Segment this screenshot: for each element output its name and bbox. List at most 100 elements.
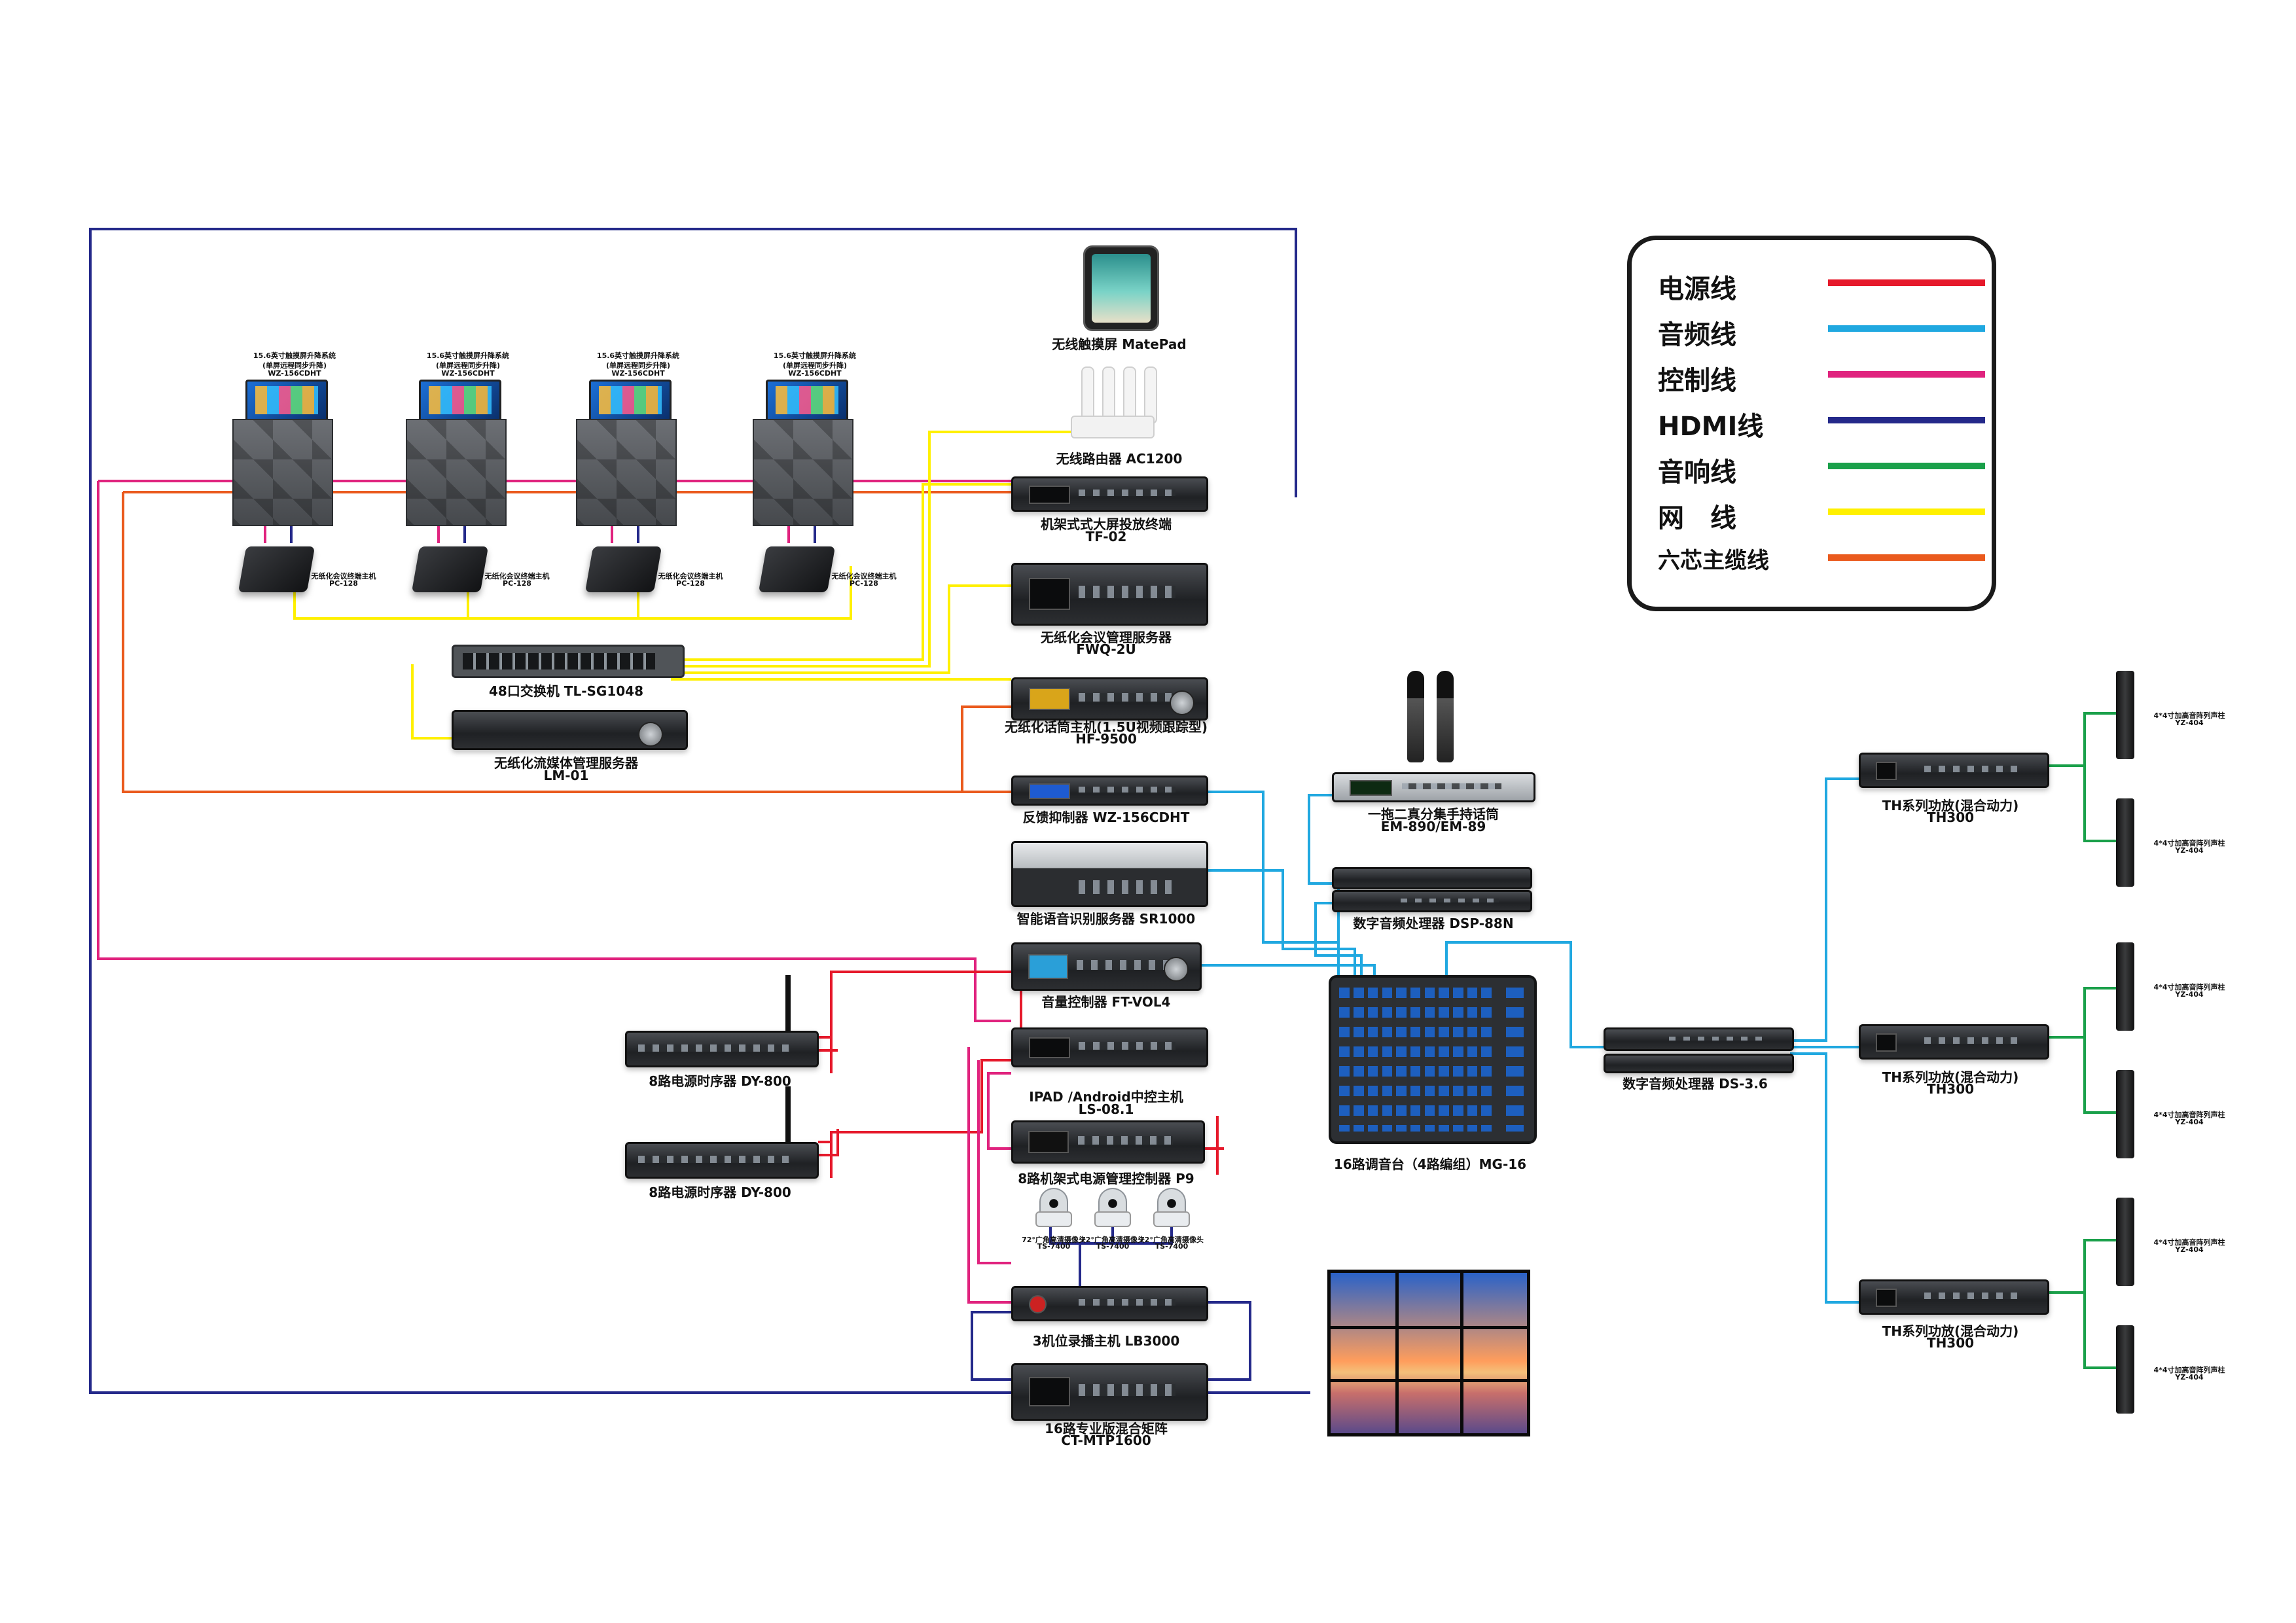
terminal-title: 15.6英寸触摸屏升降系统: [596, 351, 680, 360]
tf02-label: 机架式式大屏投放终端: [1041, 516, 1172, 532]
legend-label: 网 线: [1658, 503, 1736, 533]
net-switch-fwq: [671, 584, 1011, 674]
router-label: 无线路由器 AC1200: [1056, 451, 1183, 467]
legend-label: HDMI线: [1658, 412, 1764, 442]
amp3-model: TH300: [1926, 1335, 1975, 1351]
legend-row: 网 线: [1658, 497, 1985, 533]
spk-amp3: [2045, 1239, 2117, 1369]
amp1-label: TH系列功放(混合动力): [1882, 798, 2019, 813]
mic-receiver-icon: [1332, 772, 1535, 802]
speaker-model: YZ-404: [2175, 1373, 2204, 1382]
matrix-icon: [1011, 1363, 1208, 1421]
column-speaker-icon: [2116, 1070, 2134, 1158]
column-speaker-icon: [2116, 1198, 2134, 1286]
speaker-label: 4*4寸加高音阵列声柱: [2153, 711, 2225, 720]
legend-swatch: [1828, 325, 1985, 332]
dy2-label: 8路电源时序器 DY-800: [649, 1185, 791, 1200]
amplifier-icon: [1859, 1024, 2049, 1060]
speaker-model: YZ-404: [2175, 990, 2204, 999]
dy800-sequencer-icon: [625, 1031, 819, 1067]
speaker-label: 4*4寸加高音阵列声柱: [2153, 983, 2225, 991]
pc-label: 无纸化会议终端主机: [311, 572, 376, 580]
audio-ds36-amp3: [1790, 1052, 1859, 1304]
camera-icon: [1090, 1188, 1136, 1227]
ctrl-ls-cams2: [977, 1060, 1011, 1264]
camera-label: 72°广角高清摄像头: [1081, 1236, 1145, 1244]
pc-label: 无纸化会议终端主机: [484, 572, 550, 580]
tf02-rack-icon: [1011, 476, 1208, 512]
lift-cabinet: [576, 419, 677, 526]
handheld-mic-icon: [1407, 671, 1424, 762]
spk-amp2: [2045, 987, 2117, 1114]
camera-model: TS-7400: [1037, 1242, 1071, 1251]
feedback-label: 反馈抑制器 WZ-156CDHT: [1022, 810, 1190, 825]
ds36-label: 数字音频处理器 DS-3.6: [1623, 1076, 1768, 1092]
speaker-model: YZ-404: [2175, 846, 2204, 855]
sr1000-server-icon: [1011, 841, 1208, 907]
lift-cabinet: [753, 419, 853, 526]
terminal-stubs: [264, 524, 816, 543]
ds36-icon: [1604, 1027, 1794, 1051]
legend-label: 电源线: [1658, 274, 1736, 304]
p9-power-controller-icon: [1011, 1120, 1205, 1164]
audio-dsp88-mixer: [1314, 902, 1363, 978]
terminal-title: 15.6英寸触摸屏升降系统: [253, 351, 336, 360]
speaker-label: 4*4寸加高音阵列声柱: [2153, 1366, 2225, 1374]
camera-label: 72°广角高清摄像头: [1022, 1236, 1086, 1244]
pc-model: PC-128: [676, 579, 705, 588]
amp2-model: TH300: [1926, 1081, 1975, 1097]
lm01-server-icon: [452, 710, 688, 750]
terminal-subtitle: (单屏远程同步升降): [435, 361, 501, 370]
mic-label: 一拖二真分集手持话筒: [1368, 806, 1499, 822]
pc-model: PC-128: [329, 579, 358, 588]
terminal-model: WZ-156CDHT: [611, 369, 665, 378]
vol-label: 音量控制器 FT-VOL4: [1041, 994, 1171, 1010]
network-switch-icon: [452, 645, 685, 678]
hdmi-loop: [89, 228, 1310, 1394]
spk-amp1: [2045, 712, 2117, 842]
lift-cabinet: [232, 419, 333, 526]
speaker-label: 4*4寸加高音阵列声柱: [2153, 1238, 2225, 1247]
dy800-sequencer-icon: [625, 1142, 819, 1179]
legend-swatch: [1828, 279, 1985, 286]
p9-label: 8路机架式电源管理控制器 P9: [1018, 1171, 1194, 1186]
amplifier-icon: [1859, 1279, 2049, 1315]
touch-screen-icon: [245, 380, 328, 423]
legend-row: 六芯主缆线: [1658, 543, 1985, 574]
legend-row: 控制线: [1658, 359, 1985, 396]
ctrl-ls-p9: [987, 1072, 1011, 1150]
mixer-console-icon: [1329, 975, 1537, 1144]
fwq-label: 无纸化会议管理服务器: [1041, 630, 1172, 645]
camera-label: 72°广角高清摄像头: [1139, 1236, 1204, 1244]
pc-model: PC-128: [850, 579, 878, 588]
dy1-label: 8路电源时序器 DY-800: [649, 1073, 791, 1089]
terminal-subtitle: (单屏远程同步升降): [262, 361, 327, 370]
terminal-title: 15.6英寸触摸屏升降系统: [426, 351, 510, 360]
legend-swatch: [1828, 417, 1985, 423]
mini-pc-icon: [238, 546, 315, 592]
legend-label: 控制线: [1658, 366, 1736, 396]
camera-model: TS-7400: [1096, 1242, 1130, 1251]
column-speaker-icon: [2116, 1325, 2134, 1414]
fwq-server-icon: [1011, 563, 1208, 626]
ls08-central-control-icon: [1011, 1027, 1208, 1067]
dsp88-icon: [1332, 890, 1532, 912]
hdmi-lb-wall: [1204, 1301, 1251, 1381]
net-switch-tf2: [671, 483, 1011, 661]
camera-icon: [1149, 1188, 1194, 1227]
terminal-model: WZ-156CDHT: [788, 369, 842, 378]
legend-swatch: [1828, 371, 1985, 378]
legend-label: 音响线: [1658, 457, 1736, 488]
audio-sr-mixer: [1208, 869, 1356, 978]
legend: 电源线 音频线 控制线 HDMI线 音响线 网 线 六芯主缆线: [1627, 236, 1996, 611]
router-icon: [1060, 366, 1165, 438]
handheld-mic-icon: [1437, 671, 1454, 762]
dsp88-label: 数字音频处理器 DSP-88N: [1353, 916, 1514, 931]
net-switch-tf: [671, 431, 1113, 668]
volume-controller-icon: [1011, 942, 1202, 991]
switch-label: 48口交换机 TL-SG1048: [489, 683, 643, 699]
tf02-model: TF-02: [1085, 529, 1127, 544]
net-terminals: [293, 566, 852, 620]
hf9500-model: HF-9500: [1075, 731, 1137, 747]
terminal-model: WZ-156CDHT: [268, 369, 321, 378]
